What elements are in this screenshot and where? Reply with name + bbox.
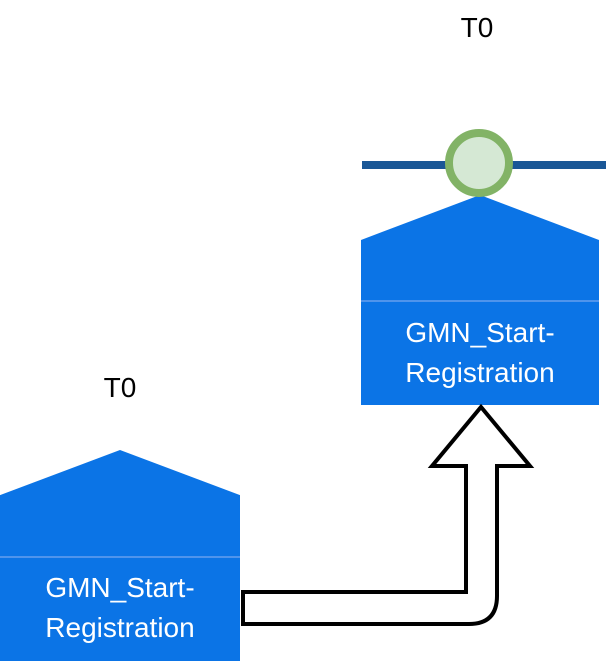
block-label-target-line1: GMN_Start- bbox=[405, 317, 555, 348]
bent-up-arrow-path bbox=[241, 403, 535, 626]
timeline-label-source: T0 bbox=[103, 372, 137, 403]
process-block-source: GMN_Start- Registration bbox=[0, 450, 240, 661]
block-label-source-line2: Registration bbox=[45, 612, 195, 643]
timeline-label-target: T0 bbox=[460, 12, 494, 43]
start-event-circle-icon bbox=[445, 129, 513, 197]
block-label-source-line1: GMN_Start- bbox=[45, 572, 195, 603]
process-block-target: GMN_Start- Registration bbox=[361, 195, 599, 405]
block-divider bbox=[0, 555, 240, 558]
block-label-source: GMN_Start- Registration bbox=[0, 568, 240, 648]
block-divider bbox=[361, 300, 599, 302]
block-label-target-line2: Registration bbox=[405, 357, 555, 388]
block-label-target: GMN_Start- Registration bbox=[361, 313, 599, 393]
